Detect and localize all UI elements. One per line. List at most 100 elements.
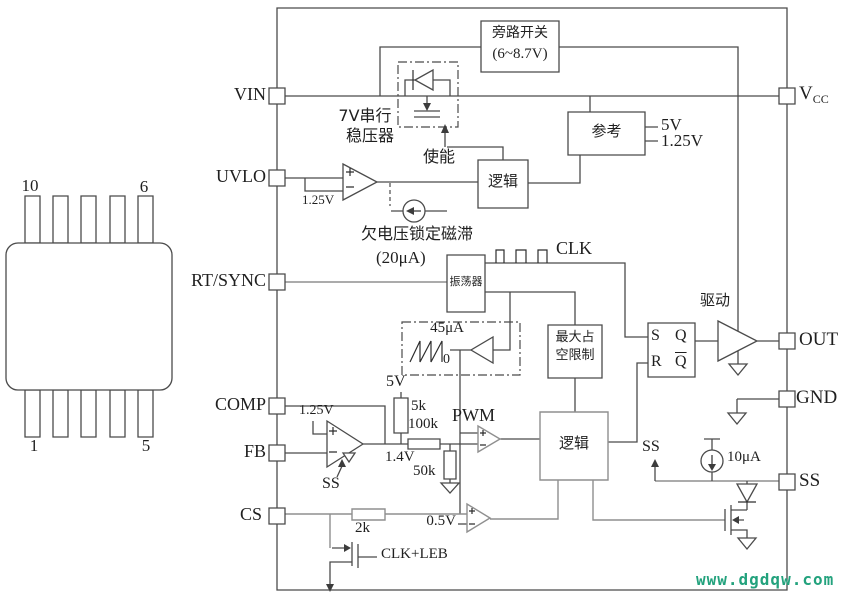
package-pin6-label: 6 — [139, 177, 149, 196]
divider-ground-symbol — [441, 483, 459, 493]
resistor-5k-label: 5k — [411, 398, 426, 414]
cs-ref-label: 0.5V — [426, 513, 456, 529]
package-pin — [110, 390, 125, 437]
cs-plus-minus — [469, 508, 475, 524]
uvlo-comparator — [343, 164, 377, 200]
pin-label-comp: COMP — [214, 394, 266, 414]
symbols — [326, 62, 757, 592]
pin-square-vcc — [779, 88, 795, 104]
pin-square-ss — [779, 474, 795, 490]
cs-fet-arrowhead — [344, 544, 351, 552]
pin-label-ss: SS — [799, 470, 821, 491]
wires — [277, 8, 787, 590]
package-pin — [53, 390, 68, 437]
cs-ground-arrowhead — [326, 584, 334, 592]
pin-label-rtsync: RT/SYNC — [191, 270, 266, 290]
pwm-label: PWM — [452, 405, 496, 425]
enable-wire — [447, 147, 503, 160]
pin-square-uvlo — [269, 170, 285, 186]
watermark: www.dgdqw.com — [696, 570, 835, 589]
pin-label-vin: VIN — [234, 84, 266, 104]
bypass-switch-box — [481, 21, 559, 72]
ss-net-label: SS — [642, 438, 660, 455]
regulator-dashdot-box — [398, 62, 458, 127]
package-body — [6, 243, 172, 390]
reference-output-stubs — [645, 127, 658, 141]
sawtooth-buffer — [471, 337, 493, 363]
ea-ground-symbol — [343, 453, 355, 462]
enable-label: 使能 — [423, 147, 456, 166]
ic-outline — [277, 8, 787, 590]
pin-label-gnd: GND — [796, 387, 838, 408]
pwm-comparator — [478, 426, 500, 452]
sawtooth-dashdot-box — [402, 322, 520, 375]
uvlo-ref-wire — [305, 178, 343, 191]
reference-box — [568, 112, 645, 155]
blocks — [352, 21, 695, 520]
logic-to-reset-wire — [608, 363, 648, 442]
ss-diode — [737, 484, 757, 502]
resistor-100k-label: 100k — [408, 416, 438, 432]
bypass-right-wire — [559, 47, 738, 96]
sawtooth-waveform — [410, 341, 442, 362]
pin-square-out — [779, 333, 795, 349]
package-pin — [25, 390, 40, 437]
reference-1v25-label: 1.25V — [661, 131, 704, 150]
bypass-switch-label-line1: 旁路开关 — [492, 25, 548, 41]
flipflop-box — [648, 323, 695, 377]
package-pin — [138, 196, 153, 243]
logic-bottom-box — [540, 412, 608, 480]
logic-top-label: 逻辑 — [487, 172, 518, 190]
logic-top-box — [478, 160, 528, 208]
ss-current-source-wires — [704, 439, 720, 481]
pin-square-comp — [269, 398, 285, 414]
package-pin10-label: 10 — [21, 176, 39, 195]
oscillator-label: 振荡器 — [449, 275, 483, 288]
pin-label-uvlo: UVLO — [216, 166, 266, 186]
pwm-plus-minus — [480, 430, 486, 445]
regulator-fet-arrowhead — [423, 103, 431, 111]
gnd-wire — [737, 399, 779, 413]
package-pin — [53, 196, 68, 243]
logic-to-reference-wire — [528, 155, 580, 183]
bypass-left-wire — [380, 47, 481, 96]
pin-square-vin — [269, 88, 285, 104]
cs-gate-signal-label: CLK+LEB — [381, 546, 448, 562]
pin-square-rtsync — [269, 274, 285, 290]
package-pin1-label: 1 — [29, 436, 39, 455]
regulator-diode — [415, 70, 433, 90]
flipflop-s-label: S — [651, 327, 660, 344]
pin-square-fb — [269, 445, 285, 461]
max-duty-box — [548, 325, 602, 378]
series-regulator-label-line2: 稳压器 — [345, 126, 394, 145]
pin-square-cs — [269, 508, 285, 524]
ramp-to-buffer-wire — [493, 292, 510, 350]
flipflop-q-label: Q — [675, 327, 687, 344]
clk-waveform — [496, 250, 547, 263]
package-pin — [81, 196, 96, 243]
ic-package — [6, 196, 172, 437]
ss-fet-arrowhead — [732, 516, 739, 524]
hysteresis-arrowhead — [406, 207, 414, 215]
ss-current-label: 10μA — [727, 449, 761, 465]
pin-label-vcc: VCC — [799, 84, 829, 106]
driver-label: 驱动 — [699, 291, 730, 309]
ea-ref-label: 1.25V — [299, 403, 334, 418]
enable-arrowhead — [441, 124, 449, 133]
gnd-ground-symbol — [728, 413, 746, 424]
uvlo-comparator-plus-minus — [346, 168, 354, 187]
sawtooth-zero-label: 0 — [443, 352, 450, 367]
resistor-100k — [408, 439, 440, 449]
reference-label: 参考 — [591, 122, 622, 140]
resistor-50k — [444, 451, 456, 479]
driver-ground-symbol — [729, 364, 747, 375]
clk-label: CLK — [556, 238, 592, 258]
rail-5v-label: 5V — [386, 373, 406, 390]
cs-comparator — [467, 504, 490, 532]
flipflop-r-label: R — [651, 353, 662, 370]
node-1v4-label: 1.4V — [385, 449, 415, 465]
resistor-2k — [352, 509, 385, 520]
pin-label-fb: FB — [243, 441, 266, 461]
ea-plus-minus — [329, 427, 337, 452]
